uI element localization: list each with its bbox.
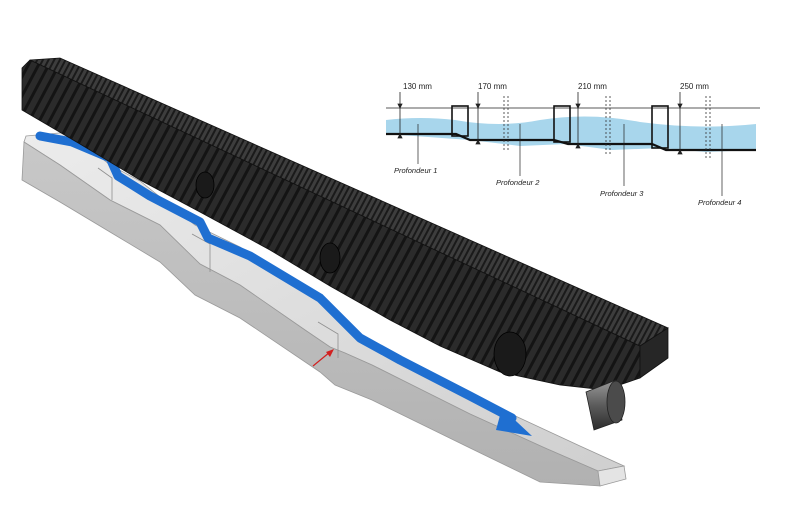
drainage-channel xyxy=(21,57,669,431)
depth-section-diagram: 130 mm 170 mm 210 mm 250 mm Profondeur 1… xyxy=(386,82,760,207)
channel-end-cap xyxy=(639,327,669,379)
outlet-port-1 xyxy=(195,171,215,199)
outlet-port-2 xyxy=(319,242,341,274)
marker-arrow xyxy=(312,349,334,367)
dimension-label-4: 250 mm xyxy=(680,82,709,91)
dimension-label-2: 170 mm xyxy=(478,82,507,91)
dimension-label-1: 130 mm xyxy=(403,82,432,91)
dimension-label-3: 210 mm xyxy=(578,82,607,91)
depth-label-4: Profondeur 4 xyxy=(698,198,741,207)
concrete-end-face xyxy=(597,465,627,487)
depth-label-1: Profondeur 1 xyxy=(394,166,437,175)
flow-arrow-head xyxy=(496,408,532,436)
depth-label-2: Profondeur 2 xyxy=(496,178,540,187)
depth-label-3: Profondeur 3 xyxy=(600,189,644,198)
water-band xyxy=(386,116,756,152)
outlet-pipe-mouth xyxy=(606,380,626,424)
outlet-port-3 xyxy=(493,331,527,377)
